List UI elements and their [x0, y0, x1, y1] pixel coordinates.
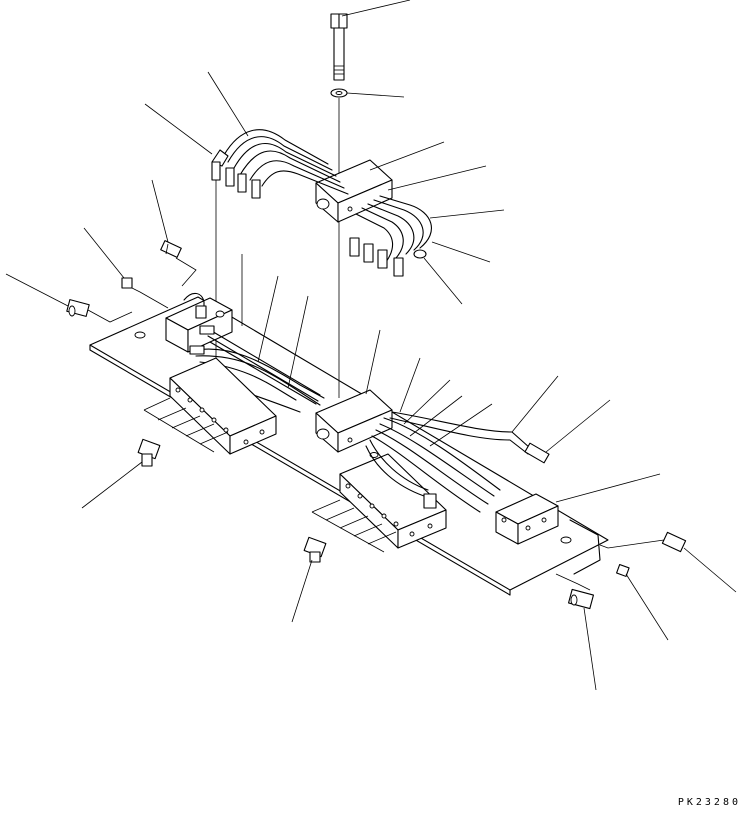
washer	[330, 88, 348, 98]
fitting-far-left	[66, 299, 90, 317]
elbow-fitting-left	[137, 438, 161, 467]
bolt	[330, 13, 348, 81]
center-lower-block	[339, 453, 447, 549]
upper-tube-bundle-right	[349, 195, 432, 277]
leader-lines	[5, 0, 737, 691]
left-tag-hatch	[143, 397, 229, 453]
fitting-bottom-right	[568, 588, 594, 610]
drawing-code: PK23280	[677, 797, 741, 808]
fitting-right-small	[616, 563, 630, 577]
fitting-left-small	[121, 277, 133, 289]
lower-manifold-block	[315, 389, 393, 453]
upper-tube-bundle-left	[211, 129, 349, 199]
center-tag-hatch	[311, 499, 397, 553]
elbow-fitting-center	[303, 536, 327, 563]
fitting-top-left	[160, 240, 182, 258]
right-lower-block	[495, 493, 559, 545]
lower-right-tube-bundle	[365, 411, 550, 513]
fitting-right	[661, 531, 687, 553]
upper-manifold-block	[315, 159, 393, 223]
